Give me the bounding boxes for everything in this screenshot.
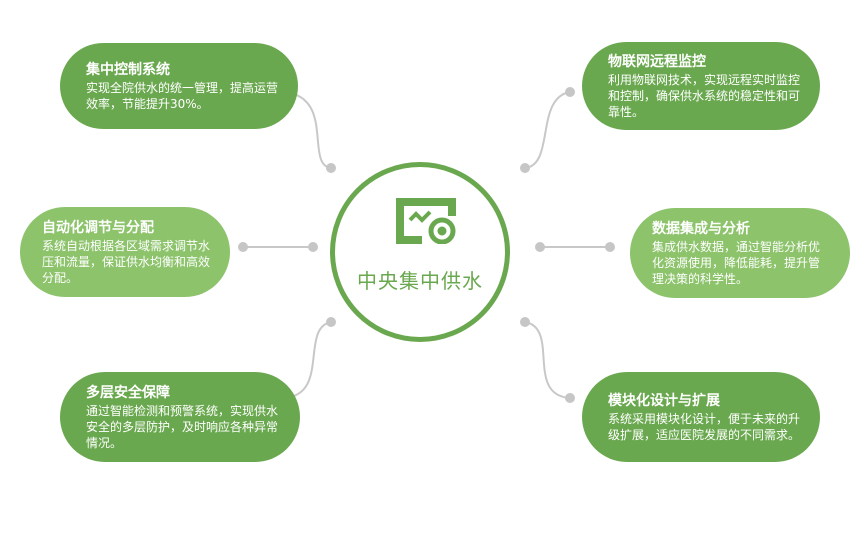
connector-dot [520, 163, 530, 173]
connector-top-left [284, 91, 332, 169]
connector-dot [565, 87, 575, 97]
node-title: 多层安全保障 [86, 384, 170, 401]
connector-bottom-left [283, 321, 332, 399]
node-title: 自动化调节与分配 [42, 219, 154, 236]
connector-dot [605, 242, 615, 252]
connector-dot [308, 242, 318, 252]
node-iot-monitoring: 物联网远程监控 利用物联网技术，实现远程实时监控和控制，确保供水系统的稳定性和可… [582, 42, 820, 130]
node-title: 物联网远程监控 [608, 53, 706, 70]
node-auto-regulation: 自动化调节与分配 系统自动根据各区域需求调节水压和流量，保证供水均衡和高效分配。 [20, 207, 230, 297]
connector-dot [326, 317, 336, 327]
connector-dot [520, 317, 530, 327]
connector-dot [238, 242, 248, 252]
node-title: 数据集成与分析 [652, 220, 750, 237]
node-modular-design: 模块化设计与扩展 系统采用模块化设计，便于未来的升级扩展，适应医院发展的不同需求… [582, 372, 820, 462]
node-description: 系统自动根据各区域需求调节水压和流量，保证供水均衡和高效分配。 [42, 238, 211, 285]
connector-dot [565, 393, 575, 403]
node-description: 通过智能检测和预警系统，实现供水安全的多层防护，及时响应各种异常情况。 [86, 403, 279, 450]
center-label: 中央集中供水 [357, 269, 483, 293]
node-title: 集中控制系统 [86, 61, 170, 78]
node-description: 集成供水数据，通过智能分析优化资源使用，降低能耗，提升管理决策的科学性。 [652, 239, 821, 286]
node-centralized-control: 集中控制系统 实现全院供水的统一管理，提高运营效率，节能提升30%。 [60, 43, 298, 129]
monitor-eye-icon [396, 198, 456, 244]
connector-top-right [524, 91, 571, 169]
node-description: 系统采用模块化设计，便于未来的升级扩展，适应医院发展的不同需求。 [608, 411, 801, 442]
node-description: 实现全院供水的统一管理，提高运营效率，节能提升30%。 [86, 80, 279, 111]
node-title: 模块化设计与扩展 [608, 392, 720, 409]
node-description: 利用物联网技术，实现远程实时监控和控制，确保供水系统的稳定性和可靠性。 [608, 72, 801, 119]
connector-dot [326, 163, 336, 173]
connector-dot [535, 242, 545, 252]
connector-bottom-right [524, 321, 571, 399]
node-security: 多层安全保障 通过智能检测和预警系统，实现供水安全的多层防护，及时响应各种异常情… [60, 372, 300, 462]
node-data-analysis: 数据集成与分析 集成供水数据，通过智能分析优化资源使用，降低能耗，提升管理决策的… [630, 208, 850, 298]
center-hub: 中央集中供水 [330, 162, 510, 342]
